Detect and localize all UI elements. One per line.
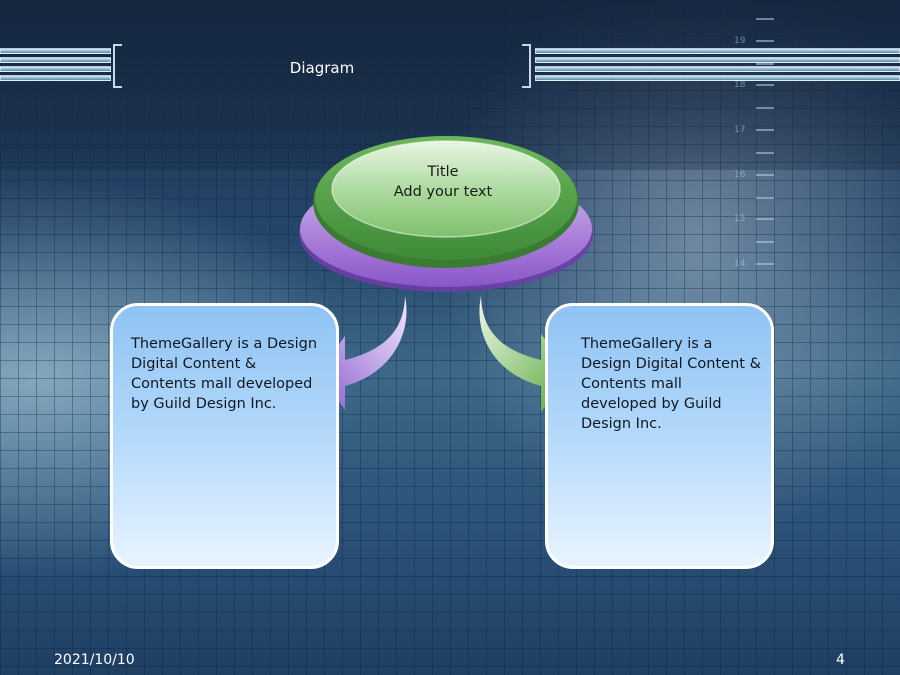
content-box-right: ThemeGallery is a Design Digital Content… (545, 303, 774, 569)
ruler-tick (756, 63, 774, 65)
green-ellipse-top (331, 140, 561, 238)
diagram-title-block: Title Add your text (343, 162, 543, 202)
header-stripes-right (535, 48, 900, 84)
ruler-label: 15 (734, 214, 746, 224)
ruler-tick (756, 152, 774, 154)
title-bracket-left (113, 44, 122, 88)
ruler-label: 16 (734, 170, 746, 180)
title-bracket-right (522, 44, 531, 88)
slide-title: Diagram (289, 59, 355, 77)
diagram-subtitle: Add your text (393, 184, 493, 200)
header-stripes-left (0, 48, 111, 84)
ruler-label: 17 (734, 125, 746, 135)
ruler-tick (756, 40, 774, 42)
ruler-tick (756, 263, 774, 265)
left-curved-arrow (318, 296, 407, 410)
ruler-tick (756, 18, 774, 20)
ruler-label: 14 (734, 259, 746, 269)
ruler-tick (756, 129, 774, 131)
ruler-tick (756, 218, 774, 220)
content-box-left: ThemeGallery is a Design Digital Content… (110, 303, 339, 569)
ruler-label: 18 (734, 80, 746, 90)
ruler-label: 19 (734, 36, 746, 46)
slide-page-number: 4 (836, 652, 845, 668)
diagram-title: Title (427, 164, 459, 180)
ruler-tick (756, 174, 774, 176)
content-box-right-text: ThemeGallery is a Design Digital Content… (581, 336, 761, 432)
slide-date: 2021/10/10 (54, 652, 135, 668)
ruler-tick (756, 107, 774, 109)
ruler-tick (756, 84, 774, 86)
content-box-left-text: ThemeGallery is a Design Digital Content… (131, 336, 318, 412)
ruler-tick (756, 241, 774, 243)
ruler-tick (756, 197, 774, 199)
